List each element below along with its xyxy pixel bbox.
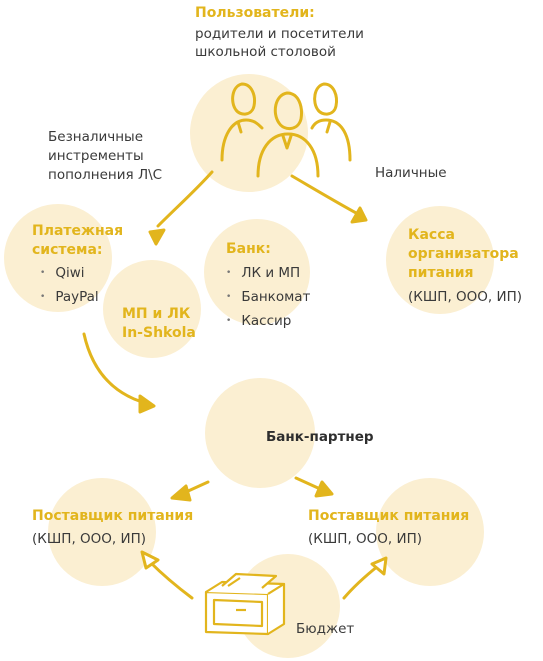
cash-label: Наличные: [375, 165, 447, 181]
users-line2: школьной столовой: [195, 44, 336, 60]
cashless-line3: пополнения Л\С: [48, 167, 163, 183]
partner-bank-circle: [205, 378, 315, 488]
supplier-left-title: Поставщик питания: [32, 508, 194, 524]
list-item: Кассир: [226, 310, 310, 334]
supplier-left-sub: (КШП, ООО, ИП): [32, 531, 146, 547]
list-item: PayPal: [40, 286, 98, 310]
payment-system-title-1: Платежная: [32, 223, 124, 239]
supplier-left-circle: [48, 478, 156, 586]
bank-list: ЛК и МП Банкомат Кассир: [226, 262, 310, 334]
arrow-to-partner-bank: [82, 332, 156, 414]
mp-lk-line1: МП и ЛК: [122, 306, 191, 322]
list-item: Банкомат: [226, 286, 310, 310]
list-item: Qiwi: [40, 262, 99, 286]
people-group-icon: [220, 82, 352, 178]
bank-title: Банк:: [226, 241, 271, 257]
mp-lk-circle: [103, 260, 201, 358]
arrow-to-payment-system: [148, 170, 214, 246]
supplier-right-circle: [376, 478, 484, 586]
arrow-to-supplier-left: [170, 480, 210, 502]
cashier-circle: [386, 206, 494, 314]
users-title: Пользователи:: [195, 5, 315, 21]
arrow-to-cashier: [290, 174, 368, 224]
payment-system-title-2: система:: [32, 242, 103, 258]
users-line1: родители и посетители: [195, 26, 364, 42]
supplier-right-sub: (КШП, ООО, ИП): [308, 531, 422, 547]
arrow-budget-to-supplier-right: [342, 556, 388, 600]
budget-label: Бюджет: [296, 621, 355, 637]
cashier-line3: питания: [408, 265, 474, 281]
supplier-right-title: Поставщик питания: [308, 508, 470, 524]
cashier-line2: организатора: [408, 246, 519, 262]
cashless-line2: инстременты: [48, 148, 144, 164]
cashier-line1: Касса: [408, 227, 455, 243]
arrow-budget-to-supplier-left: [140, 550, 194, 600]
partner-bank-label: Банк-партнер: [266, 429, 374, 445]
arrow-to-supplier-right: [294, 476, 334, 498]
file-cabinet-icon: [204, 572, 286, 636]
cashless-line1: Безналичные: [48, 129, 144, 145]
mp-lk-line2: In-Shkola: [122, 325, 196, 341]
payment-system-list: Qiwi PayPal: [40, 262, 99, 310]
cashier-sub: (КШП, ООО, ИП): [408, 289, 522, 305]
list-item: ЛК и МП: [226, 262, 310, 286]
